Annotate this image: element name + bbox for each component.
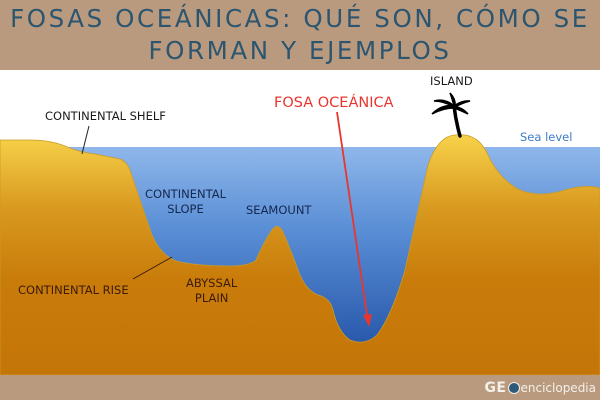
logo-enciclopedia-text: enciclopedia [520, 381, 597, 395]
label-abyssal-plain: ABYSSAL PLAIN [186, 276, 237, 306]
label-abyssal-plain-line2: PLAIN [194, 291, 229, 305]
label-seamount: SEAMOUNT [246, 203, 312, 217]
title-line-2: FORMAN Y EJEMPLOS [148, 36, 452, 65]
arrow-down-icon [363, 314, 372, 327]
header-banner: FOSAS OCEÁNICAS: QUÉ SON, CÓMO SE FORMAN… [0, 0, 600, 70]
page-title: FOSAS OCEÁNICAS: QUÉ SON, CÓMO SE FORMAN… [0, 3, 600, 67]
label-abyssal-plain-line1: ABYSSAL [186, 276, 238, 290]
label-island: ISLAND [430, 74, 473, 88]
globe-icon [507, 382, 520, 394]
ocean-floor-diagram: CONTINENTAL SHELF CONTINENTAL SLOPE SEAM… [0, 70, 600, 375]
label-fosa-oceanica: FOSA OCEÁNICA [274, 95, 394, 111]
geoenciclopedia-logo: GE enciclopedia [484, 379, 596, 397]
rise-pointer-line [132, 256, 173, 280]
palm-tree-icon [431, 92, 471, 138]
seafloor-land [0, 134, 600, 375]
diagram-svg [0, 92, 600, 375]
label-continental-slope-line2: SLOPE [167, 202, 204, 216]
logo-geo-text: GE [484, 380, 507, 396]
label-continental-rise: CONTINENTAL RISE [18, 283, 129, 297]
trench-arrow-line [336, 111, 369, 323]
shelf-pointer-line [81, 125, 90, 155]
label-sea-level: Sea level [520, 130, 573, 144]
label-continental-slope: CONTINENTAL SLOPE [145, 187, 226, 217]
label-continental-slope-line1: CONTINENTAL [145, 187, 226, 201]
label-continental-shelf: CONTINENTAL SHELF [45, 109, 166, 123]
footer-banner: GE enciclopedia [0, 375, 600, 400]
title-line-1: FOSAS OCEÁNICAS: QUÉ SON, CÓMO SE [10, 4, 590, 33]
